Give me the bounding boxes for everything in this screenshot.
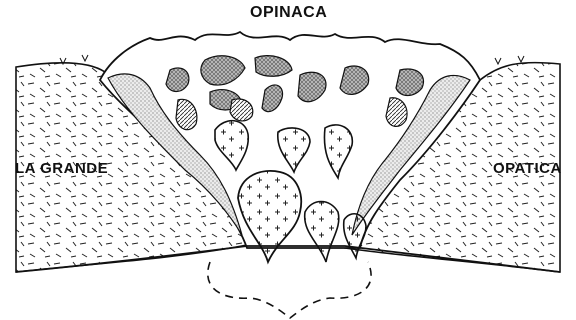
la-grande-label: LA GRANDE [15,160,108,177]
opatica-label: OPATICA [493,160,562,177]
fold-band-8 [166,68,189,92]
pluton-right-1 [305,202,339,263]
dashed-root [208,262,371,318]
opinaca-label: OPINACA [250,4,327,22]
fold-band-7 [396,69,423,96]
pluton-right-2 [344,214,366,258]
